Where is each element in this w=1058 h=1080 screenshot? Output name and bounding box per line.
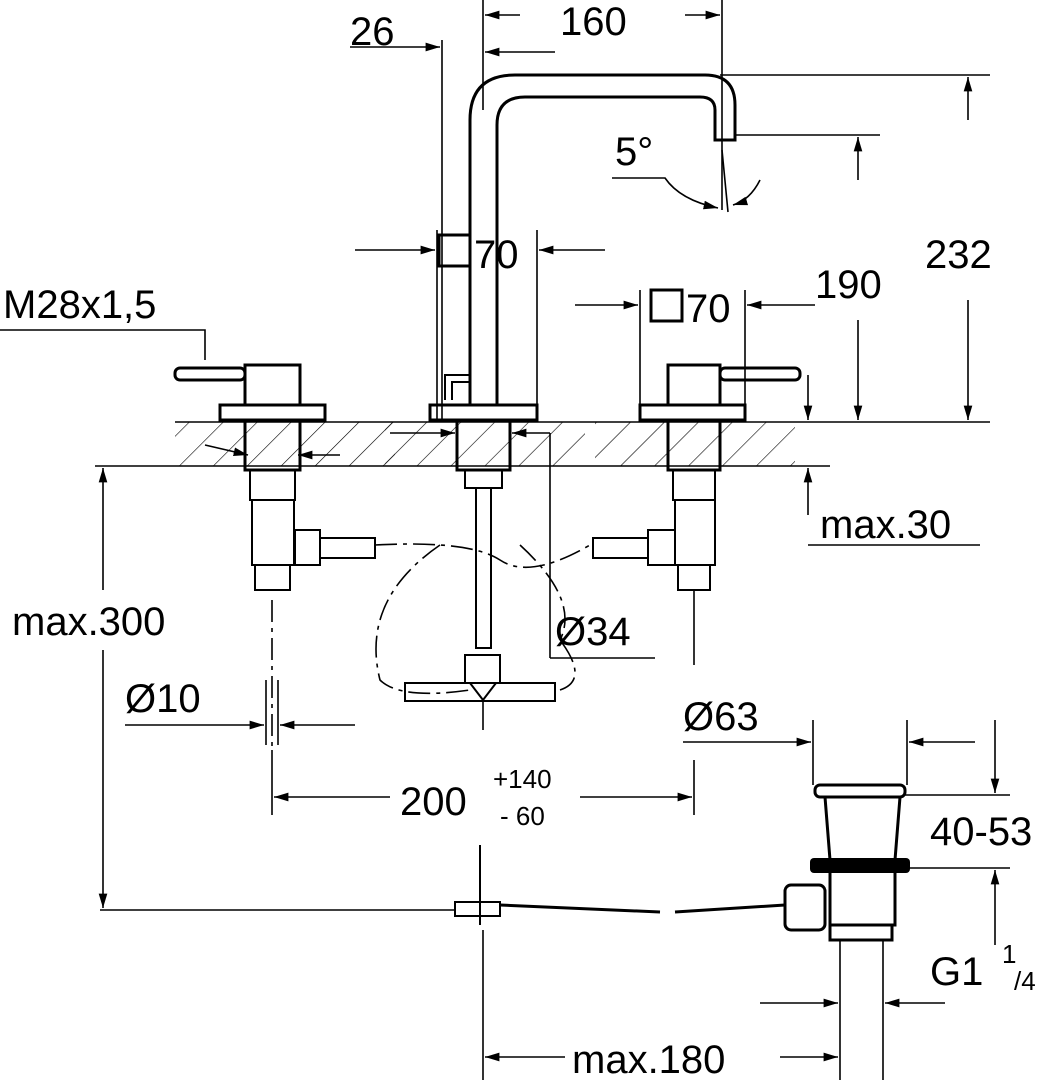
dim-spout-height: 190 bbox=[815, 263, 882, 307]
dimension-lines bbox=[0, 0, 1010, 1080]
dim-drain-range: 40-53 bbox=[930, 810, 1032, 854]
dim-supply-diameter: Ø10 bbox=[125, 677, 201, 721]
dim-thread: M28x1,5 bbox=[3, 283, 156, 327]
dim-handle-spacing: 200 bbox=[400, 780, 467, 824]
countertop bbox=[95, 421, 990, 467]
dim-shank-diameter: Ø34 bbox=[555, 610, 631, 654]
dim-max-deck: max.30 bbox=[820, 503, 951, 547]
dim-drain-thread: G1 bbox=[930, 950, 983, 994]
dim-drain-thread-num: 1 bbox=[1002, 939, 1016, 969]
right-handle bbox=[592, 363, 802, 665]
dim-spacing-plus: +140 bbox=[493, 764, 552, 794]
dim-drain-diameter: Ø63 bbox=[683, 695, 759, 739]
dim-max-rod: max.180 bbox=[572, 1038, 725, 1080]
dim-spout-base: 70 bbox=[474, 233, 519, 277]
square-symbol-icon bbox=[649, 288, 684, 323]
square-symbol-icon bbox=[437, 233, 472, 268]
dim-handle-offset: 26 bbox=[350, 10, 395, 54]
spout bbox=[428, 73, 737, 649]
dim-spacing-minus: - 60 bbox=[500, 801, 545, 831]
dim-drain-thread-den: /4 bbox=[1014, 966, 1036, 996]
supply-hoses bbox=[374, 543, 591, 730]
dim-spout-reach: 160 bbox=[560, 0, 627, 44]
pop-up-drain bbox=[100, 783, 910, 1080]
left-handle bbox=[173, 363, 376, 750]
dim-spout-angle: 5° bbox=[615, 130, 653, 174]
dim-handle-base: 70 bbox=[686, 287, 731, 331]
dim-max-hose: max.300 bbox=[12, 600, 165, 644]
dim-total-height: 232 bbox=[925, 233, 992, 277]
